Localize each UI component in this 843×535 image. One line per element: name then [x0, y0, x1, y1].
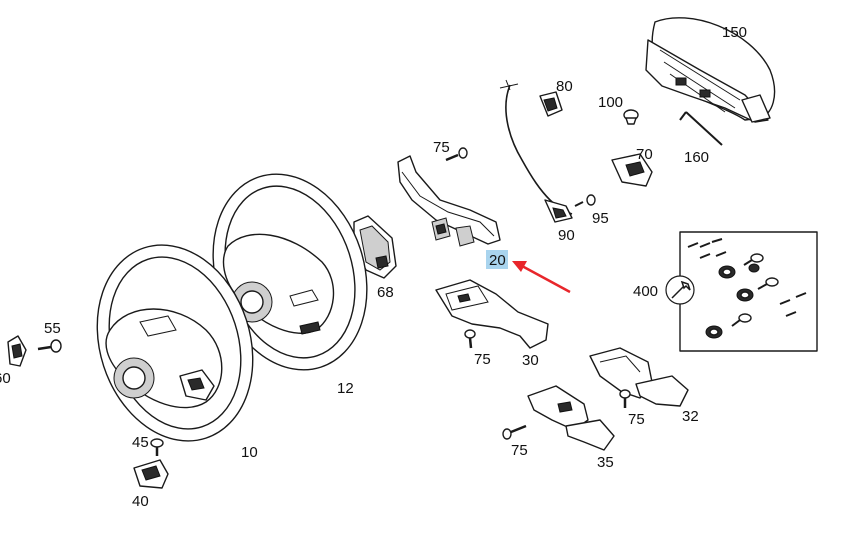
label-32: 32 [682, 408, 699, 425]
label-45: 45 [132, 434, 149, 451]
label-90: 90 [558, 227, 575, 244]
connector-part-80[interactable] [539, 91, 563, 117]
spoke-bracket-part-20[interactable] [397, 155, 501, 247]
switch-part-40[interactable] [133, 459, 169, 489]
screw-part-55[interactable] [37, 339, 62, 353]
screw-part-75-right[interactable] [619, 389, 631, 408]
label-35: 35 [597, 454, 614, 471]
screw-kit-box-part-400[interactable] [679, 231, 818, 352]
pointer-arrow [512, 261, 571, 294]
screw-part-75-mid[interactable] [464, 329, 476, 349]
airbag-module-part[interactable] [645, 17, 776, 123]
label-12: 12 [337, 380, 354, 397]
wiring-harness-part-90[interactable] [499, 79, 573, 223]
label-80: 80 [556, 78, 573, 95]
screw-part-95[interactable] [574, 194, 596, 207]
lower-cover-part-30[interactable] [435, 279, 549, 349]
label-100: 100 [598, 94, 623, 111]
wrench-icon [665, 275, 695, 305]
label-20[interactable]: 20 [489, 252, 506, 269]
paddle-part-60[interactable] [7, 335, 27, 367]
label-75-lower: 75 [511, 442, 528, 459]
screw-part-75-upper[interactable] [445, 147, 468, 162]
screw-part-75-lower[interactable] [502, 424, 527, 440]
label-150: 150 [722, 24, 747, 41]
label-400: 400 [633, 283, 658, 300]
label-55: 55 [44, 320, 61, 337]
label-160: 160 [684, 149, 709, 166]
label-95: 95 [592, 210, 609, 227]
label-40: 40 [132, 493, 149, 510]
clip-part-100[interactable] [623, 109, 639, 125]
switch-part-70[interactable] [611, 153, 653, 187]
label-10: 10 [241, 444, 258, 461]
label-60: 60 [0, 370, 11, 387]
label-75-mid: 75 [474, 351, 491, 368]
label-70: 70 [636, 146, 653, 163]
screw-part-45[interactable] [150, 438, 164, 456]
side-cover-part-32[interactable] [589, 347, 689, 407]
steering-wheel-part-10[interactable] [73, 225, 277, 462]
label-75-upper: 75 [433, 139, 450, 156]
trim-cover-part-35[interactable] [527, 385, 615, 451]
label-68: 68 [377, 284, 394, 301]
highlight-box-20 [486, 250, 508, 269]
label-30: 30 [522, 352, 539, 369]
steering-wheel-rim-part-12[interactable] [189, 154, 392, 390]
label-75-right: 75 [628, 411, 645, 428]
